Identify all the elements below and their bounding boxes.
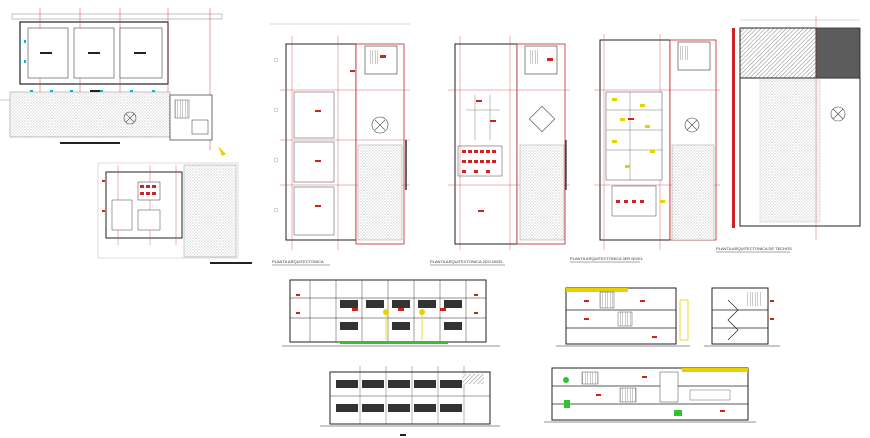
detail-plan (97, 162, 252, 264)
section-a (556, 287, 690, 347)
section-c (544, 367, 756, 423)
elevation-rear (320, 366, 500, 436)
floor-plan-first-level: PLANTA ARQUITECTONICA (270, 23, 410, 266)
plan-first-label: PLANTA ARQUITECTONICA (272, 259, 324, 264)
floor-plan-third-level: PLANTA ARQUITECTONICA 3ER NIVEL (570, 34, 720, 263)
plan-roof-label: PLANTA ARQUITECTONICA DE TECHOS (716, 246, 792, 251)
site-plan (0, 8, 226, 156)
elevation-front (282, 279, 500, 347)
section-b (704, 287, 780, 347)
floor-plan-second-level: PLANTA ARQUITECTONICA 2DO NIVEL (430, 36, 570, 266)
plan-third-label: PLANTA ARQUITECTONICA 3ER NIVEL (570, 256, 644, 261)
floor-plan-roof: PLANTA ARQUITECTONICA DE TECHOS (716, 16, 861, 253)
plan-second-label: PLANTA ARQUITECTONICA 2DO NIVEL (430, 259, 504, 264)
